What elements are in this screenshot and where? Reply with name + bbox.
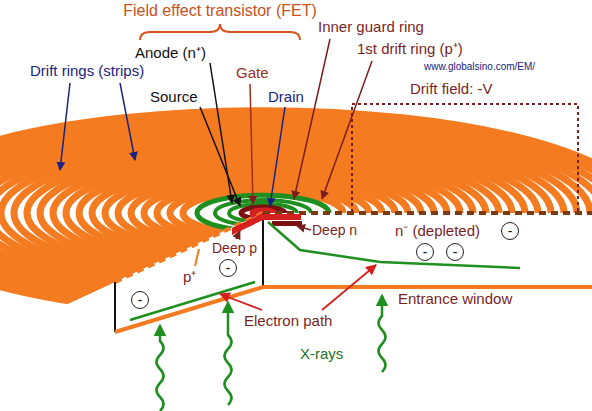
- left-cut-face: [115, 213, 263, 332]
- label: n⁻ (depleted): [395, 222, 480, 239]
- label: Deep p: [212, 240, 257, 256]
- label: www.globalsino.com/EM/: [424, 61, 535, 73]
- x-ray-arrow: [225, 303, 232, 405]
- label: Anode (n⁺): [135, 44, 206, 61]
- deep-p-region: [232, 213, 263, 235]
- electron-path: [268, 222, 520, 268]
- charge-sign: -: [138, 293, 143, 307]
- leader-line: [120, 83, 135, 160]
- charge-circle: -: [416, 243, 434, 261]
- cut-edge: [114, 282, 116, 332]
- entrance-window-layer: [115, 287, 592, 332]
- label: Electron path: [244, 312, 332, 329]
- ring-section-edge: [263, 211, 592, 215]
- charge-sign: -: [508, 224, 513, 238]
- leader-line: [322, 265, 376, 310]
- label: Gate: [236, 64, 269, 81]
- leader-line: [322, 61, 372, 199]
- leader-line: [60, 83, 70, 170]
- leader-line: [236, 231, 240, 239]
- label: X-rays: [300, 345, 343, 362]
- label: Source: [150, 88, 198, 105]
- leader-line: [270, 107, 285, 206]
- charge-sign: -: [423, 245, 428, 259]
- drift-ring: [0, 114, 592, 312]
- leader-line: [297, 226, 311, 230]
- leader-line: [210, 63, 232, 203]
- leader-line: [195, 249, 199, 266]
- charge-circle: -: [446, 243, 464, 261]
- charge-circle: -: [219, 259, 237, 277]
- fet-region: [263, 214, 301, 220]
- fet-bracket: [140, 24, 300, 40]
- drift-ring: [0, 111, 592, 316]
- x-ray-arrow: [157, 326, 164, 411]
- label: 1st drift ring (p⁺): [357, 40, 463, 57]
- label: Deep n: [312, 222, 357, 238]
- charge-sign: -: [453, 245, 458, 259]
- charge-circle: -: [501, 222, 519, 240]
- leader-line: [220, 294, 262, 310]
- label: Entrance window: [398, 290, 512, 307]
- leader-line: [294, 39, 330, 199]
- label: Drain: [268, 88, 304, 105]
- charge-sign: -: [226, 261, 231, 275]
- label: Inner guard ring: [318, 18, 424, 35]
- leader-line: [200, 107, 240, 206]
- label: Field effect transistor (FET): [123, 2, 317, 20]
- label: p⁺: [183, 268, 196, 285]
- right-cut-face: [263, 213, 592, 287]
- charge-circle: -: [131, 291, 149, 309]
- label: Drift rings (strips): [30, 62, 144, 79]
- label: Drift field: -V: [410, 80, 493, 97]
- leader-line: [250, 84, 253, 204]
- drift-ring-surface: [0, 111, 592, 316]
- deep-n-region: [272, 221, 302, 226]
- drift-ring: [0, 118, 592, 309]
- drift-ring: [0, 121, 592, 305]
- cut-edge: [262, 213, 264, 287]
- x-ray-arrow: [379, 296, 386, 372]
- drift-field-bracket: [352, 104, 578, 212]
